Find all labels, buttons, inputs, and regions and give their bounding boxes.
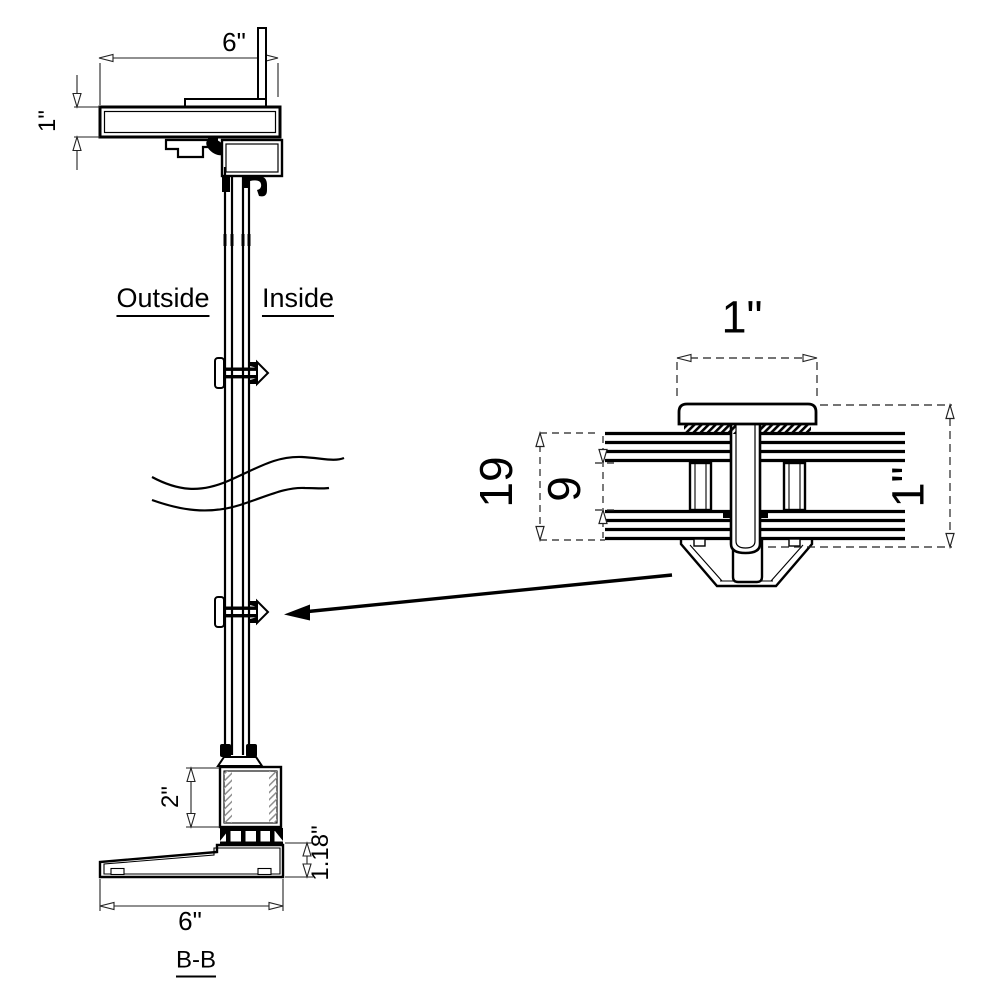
dim-block-height: 2" (157, 786, 184, 808)
panel-skins (605, 431, 905, 541)
dim-detail-height: 1" (882, 466, 934, 508)
head-width-dimension (98, 53, 279, 105)
detail-height-dimension (768, 402, 955, 550)
detail-gap-dimension (595, 436, 614, 538)
section-label: B-B (175, 948, 217, 978)
dim-detail-gap: 9 (538, 476, 590, 502)
panel-spacers (688, 461, 807, 512)
block-height-dimension (186, 766, 220, 829)
head-height-dimension (72, 75, 100, 170)
panel-connector-side-2 (214, 596, 270, 628)
head-section-drawing (72, 27, 284, 197)
dim-head-width: 6" (222, 27, 246, 57)
sill-height-dimension (285, 841, 313, 879)
thermal-break-strip (220, 828, 283, 845)
sill-width-dimension (99, 879, 284, 911)
t-connector-stem (729, 424, 762, 555)
t-connector-cap (677, 402, 818, 426)
dim-detail-width: 1" (721, 291, 763, 343)
break-lines (151, 455, 345, 512)
detail-overall-dimension (535, 430, 605, 543)
cap-serration-left (684, 424, 736, 434)
mullion-drawing (151, 167, 345, 755)
dim-detail-overall: 19 (470, 456, 522, 508)
dim-sill-height: 1.18" (307, 825, 334, 881)
cap-serration-right (759, 424, 811, 434)
connector-detail-drawing (535, 353, 955, 588)
leader-arrow (284, 573, 673, 621)
dim-head-height: 1" (34, 110, 61, 132)
label-inside: Inside (261, 285, 335, 317)
dim-sill-width: 6" (178, 906, 202, 936)
head-hook-gasket (250, 176, 267, 197)
detail-width-dimension (676, 357, 818, 400)
sill-section-drawing (98, 744, 313, 911)
label-outside: Outside (116, 285, 210, 317)
panel-connector-side-1 (214, 357, 270, 389)
